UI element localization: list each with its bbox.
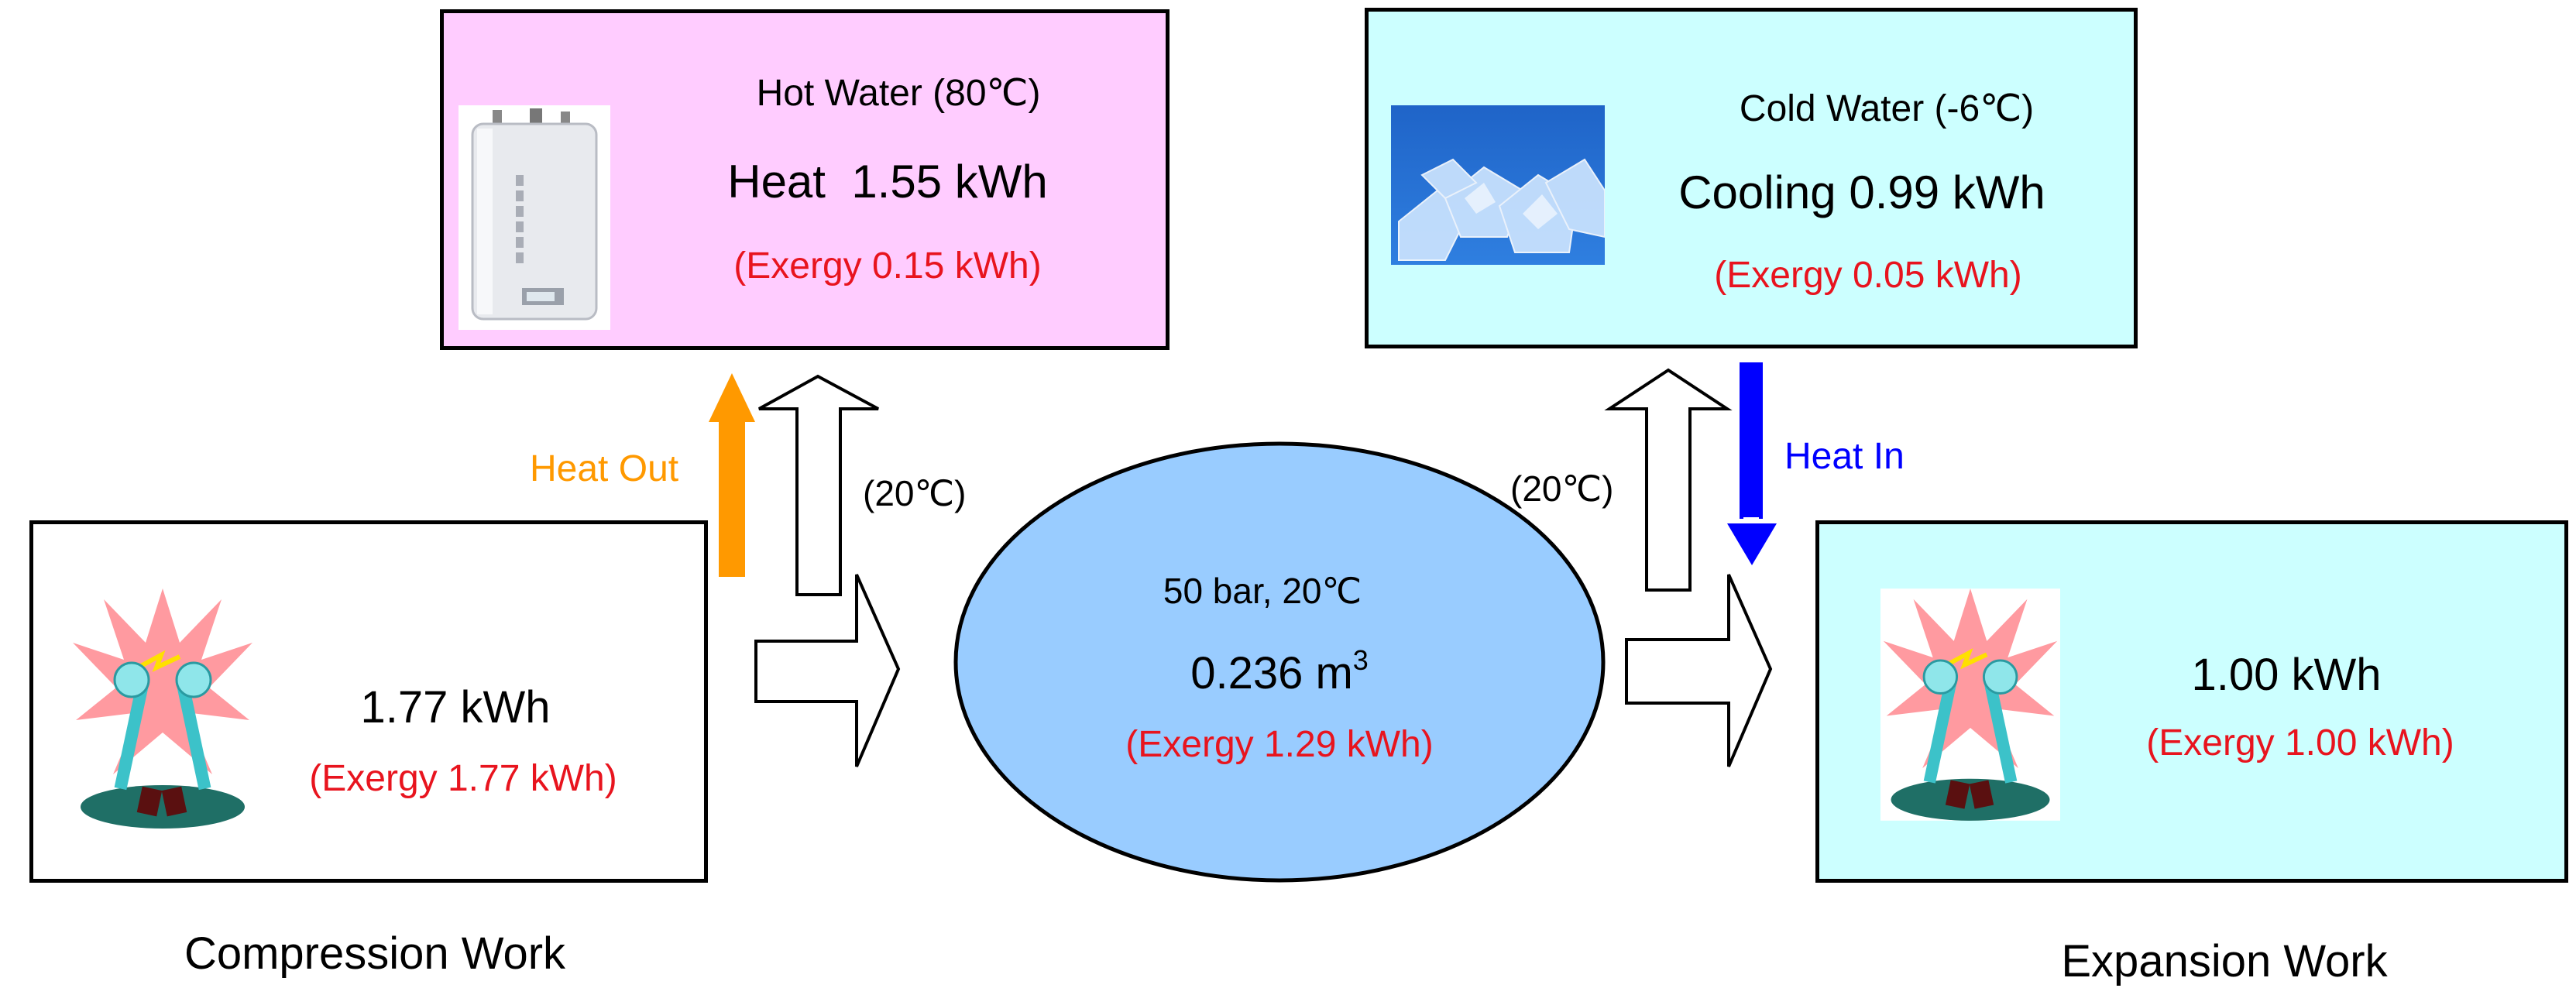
cold-water-exergy: (Exergy 0.05 kWh): [1714, 255, 2022, 296]
tank-volume-value: 0.236 m: [1190, 648, 1353, 698]
heat-out-arrow: [709, 373, 755, 577]
expansion-work-value: 1.00 kWh: [2191, 650, 2382, 700]
left-temperature-label: (20℃): [863, 473, 967, 513]
tank-state: 50 bar, 20℃: [1163, 571, 1362, 611]
tank-volume: 0.236 m3: [1190, 644, 1369, 699]
heat-in-label: Heat In: [1784, 436, 1905, 477]
heat-in-arrow: [1727, 362, 1777, 565]
right-up-hollow-arrow: [1604, 368, 1733, 592]
cold-water-cooling-value: Cooling 0.99 kWh: [1678, 166, 2045, 218]
compression-work-value: 1.77 kWh: [360, 682, 551, 733]
hot-water-exergy: (Exergy 0.15 kWh): [733, 245, 1042, 286]
compression-work-caption: Compression Work: [184, 928, 566, 979]
water-heater-icon: [459, 105, 610, 330]
ice-icon: [1391, 105, 1605, 265]
compression-exergy: (Exergy 1.77 kWh): [309, 758, 617, 799]
heat-out-label: Heat Out: [530, 448, 679, 489]
left-right-hollow-arrow: [754, 574, 901, 767]
left-up-hollow-arrow: [758, 374, 879, 596]
electric-spark-icon: [1880, 588, 2060, 821]
storage-tank: [953, 441, 1606, 883]
expansion-work-caption: Expansion Work: [2061, 936, 2388, 986]
hot-water-heat-value: Heat 1.55 kWh: [727, 156, 1048, 208]
electric-spark-icon: [73, 588, 252, 829]
right-right-hollow-arrow: [1625, 574, 1773, 767]
tank-exergy: (Exergy 1.29 kWh): [1125, 724, 1434, 765]
hot-water-title: Hot Water (80℃): [756, 73, 1041, 114]
tank-volume-exponent: 3: [1352, 644, 1369, 676]
cold-water-title: Cold Water (-6℃): [1739, 88, 2035, 129]
expansion-exergy: (Exergy 1.00 kWh): [2146, 722, 2454, 763]
right-temperature-label: (20℃): [1510, 468, 1614, 509]
